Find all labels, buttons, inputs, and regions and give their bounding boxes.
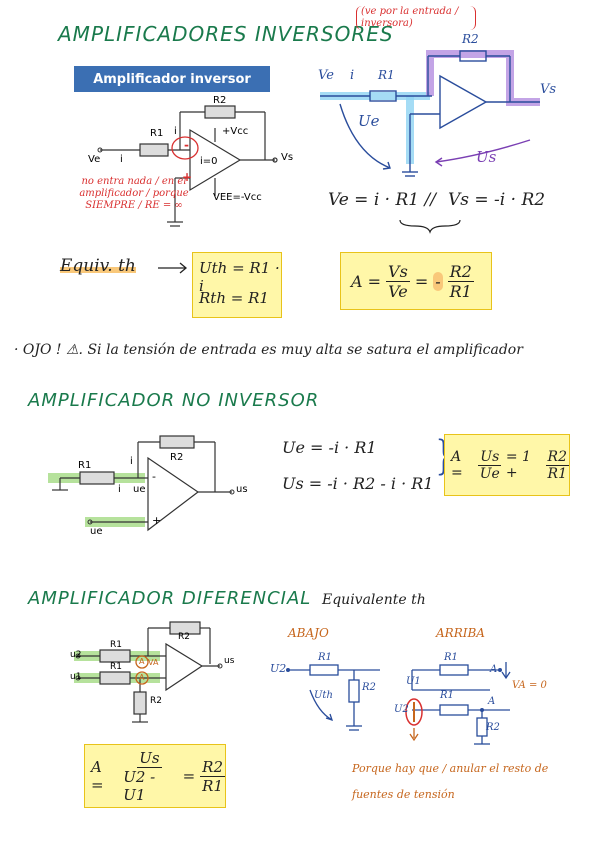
rth-formula: Rth = R1	[199, 289, 269, 307]
inversor-hand-circuit	[320, 50, 540, 177]
dif-gain-eq: =	[182, 767, 196, 785]
hand-ue: Ue	[358, 112, 380, 130]
no-inversor-title: AMPLIFICADOR NO INVERSOR	[28, 390, 320, 411]
arriba-u1-label: U1	[406, 676, 421, 687]
inversor-banner: Amplificador inversor	[74, 66, 270, 92]
ni-gain-num2: R2	[545, 448, 569, 466]
diferencial-circuit	[74, 621, 223, 723]
abajo-uth-label: Uth	[314, 690, 333, 701]
ni-gain-num: Us	[478, 448, 502, 466]
hand-i: i	[350, 68, 355, 83]
inversor-textbook-circuit	[97, 105, 278, 227]
thevenin-box: Uth = R1 · i Rth = R1	[192, 252, 282, 318]
ni-gain-lhs: A =	[451, 449, 463, 481]
hand-r2: R2	[462, 32, 479, 46]
inversor-red-note: no entra nada / en el amplificador / por…	[79, 176, 189, 211]
abajo-r1-label: R1	[318, 652, 332, 663]
diferencial-note: Porque hay que / anular el resto de fuen…	[352, 762, 549, 801]
ni-r1-label: R1	[78, 460, 92, 471]
arriba-r2-label: R2	[486, 722, 500, 733]
abajo-label: ABAJO	[288, 626, 329, 640]
arriba-va-label: VA = 0	[512, 680, 547, 691]
arriba-r1b-label: R1	[440, 690, 454, 701]
arriba-a-label: A	[490, 664, 498, 675]
arriba-a2-label: A	[488, 696, 496, 707]
dif-r1b-label: R1	[110, 662, 122, 672]
equiv-th-label: Equiv. th	[60, 256, 136, 276]
inv-plus-sign: +	[182, 170, 193, 184]
no-inversor-eq1: Ue = -i · R1	[282, 438, 377, 457]
dif-gain-num: Us	[137, 748, 162, 768]
inversor-note: (ve por la entrada / inversora)	[356, 6, 476, 30]
hand-ve: Ve	[318, 68, 334, 83]
ni-gain-eq: = 1 +	[505, 449, 531, 481]
dif-u1-label: u1	[70, 672, 82, 682]
ni-ue2-label: ue	[90, 526, 103, 537]
inv-vcc-label: +Vcc	[222, 126, 249, 137]
ni-r2-label: R2	[170, 452, 184, 463]
gain-lhs: A =	[351, 271, 382, 291]
uth-formula: Uth = R1 · i	[199, 259, 280, 295]
ni-minus: -	[152, 470, 156, 483]
abajo-r2-label: R2	[362, 682, 376, 693]
equiv-th-diferencial: Equivalente th	[322, 592, 426, 608]
inv-r1-label: R1	[150, 128, 164, 139]
dif-gain-den2: R1	[202, 776, 223, 795]
dif-gain-lhs: A =	[91, 758, 104, 794]
inv-ve-label: Ve	[88, 154, 101, 165]
gain-num: Vs	[386, 261, 410, 282]
ni-i-label: i	[130, 456, 133, 467]
arrow-right-icon	[158, 262, 188, 274]
gain-minus: -	[433, 271, 443, 291]
arriba-circuit	[405, 662, 511, 745]
abajo-u2-label: U2	[270, 662, 287, 675]
inversor-eq-left: Ve = i · R1 //	[328, 190, 436, 210]
inv-io-label: i=0	[200, 156, 218, 167]
ni-us-label: us	[236, 484, 248, 495]
inv-vs-label: Vs	[281, 152, 294, 163]
arriba-u2-label: U2	[394, 704, 409, 715]
ni-gain-den: Ue	[479, 465, 500, 482]
dif-r1a-label: R1	[110, 640, 122, 650]
ni-gain-den2: R1	[547, 465, 567, 482]
inv-vee-label: VEE=-Vcc	[213, 192, 262, 203]
ni-ue-label: ue	[133, 484, 146, 495]
dif-a-label: A	[139, 657, 145, 666]
no-inversor-eq2: Us = -i · R2 - i · R1	[282, 474, 434, 493]
dif-gain-num2: R2	[200, 757, 225, 777]
hand-us: Us	[476, 148, 497, 166]
dif-va-label: VA	[148, 658, 159, 667]
abajo-circuit	[286, 664, 380, 731]
dif-a2-label: A	[139, 673, 145, 682]
gain-num2: R2	[447, 261, 474, 282]
no-inversor-circuit	[48, 435, 235, 532]
brace	[399, 219, 461, 234]
dif-us-label: us	[224, 656, 235, 666]
inv-r2-label: R2	[213, 95, 227, 106]
inv-minus-sign: -	[184, 138, 189, 152]
dif-gain-den: U2 - U1	[123, 767, 156, 804]
diferencial-title: AMPLIFICADOR DIFERENCIAL	[28, 588, 312, 609]
dif-r2b-label: R2	[150, 696, 162, 706]
arriba-r1-label: R1	[444, 652, 458, 663]
dif-u2-label: u2	[70, 650, 82, 660]
arriba-label: ARRIBA	[436, 626, 485, 640]
saturation-warning: · OJO ! ⚠. Si la tensión de entrada es m…	[14, 342, 523, 358]
gain-eq: =	[414, 271, 429, 291]
ni-i2-label: i	[118, 484, 121, 495]
gain-den: Ve	[388, 281, 408, 301]
gain-den2: R1	[449, 281, 472, 301]
inv-i-label: i	[174, 126, 177, 137]
hand-vs: Vs	[540, 82, 557, 97]
ni-plus: +	[152, 514, 162, 527]
dif-r2a-label: R2	[178, 632, 190, 642]
inversor-eq-right: Vs = -i · R2	[448, 190, 546, 210]
inversor-title: AMPLIFICADORES INVERSORES	[58, 22, 394, 46]
hand-r1: R1	[378, 68, 395, 82]
inv-i2-label: i	[120, 154, 123, 165]
